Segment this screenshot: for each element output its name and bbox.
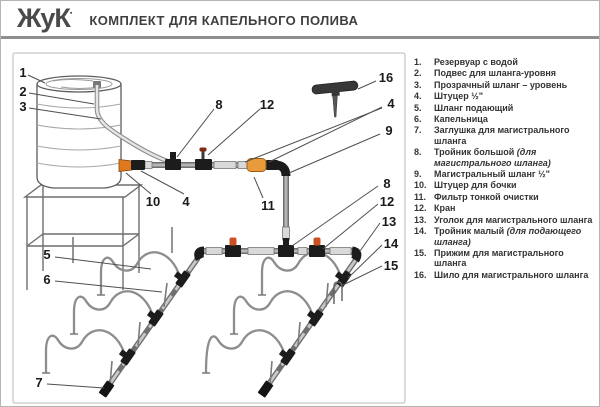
- dripper-stakes: [42, 227, 329, 386]
- level-hose: [94, 85, 171, 165]
- legend-item: 16. Шило для магистрального шланга: [414, 270, 598, 280]
- awl-tool: [311, 80, 359, 118]
- legend-item: 2. Подвес для шланга-уровня: [414, 68, 598, 78]
- part-label: 1: [19, 65, 26, 80]
- legend-item-number: 8.: [414, 147, 422, 158]
- legend-item-number: 9.: [414, 169, 422, 180]
- barrel-outlet-fitting: [118, 159, 133, 172]
- legend-item-text: Капельница: [434, 114, 488, 125]
- page-title: КОМПЛЕКТ ДЛЯ КАПЕЛЬНОГО ПОЛИВА: [89, 12, 359, 28]
- part-label: 8: [215, 97, 222, 112]
- legend-item: 3. Прозрачный шланг – уровень: [414, 80, 598, 90]
- legend-item: 8. Тройник большой (для магистрального шл…: [414, 147, 598, 168]
- legend-item-number: 2.: [414, 68, 422, 79]
- legend-item-text: Прижим для магистрального шланга: [434, 247, 564, 269]
- legend-item: 4. Штуцер ½": [414, 91, 598, 101]
- legend-item: 11. Фильтр тонкой очистки: [414, 192, 598, 202]
- part-label: 12: [260, 97, 274, 112]
- part-label: 16: [379, 70, 393, 85]
- part-label: 2: [19, 84, 26, 99]
- part-label: 5: [43, 247, 50, 262]
- part-label: 13: [382, 214, 396, 229]
- part-label: 10: [146, 194, 160, 209]
- legend-item: 9. Магистральный шланг ½": [414, 169, 598, 179]
- part-label: 9: [385, 123, 392, 138]
- part-label: 14: [384, 236, 399, 251]
- legend-item-number: 4.: [414, 91, 422, 102]
- legend-item-number: 13.: [414, 214, 427, 225]
- legend-item-text: Штуцер ½": [434, 91, 483, 102]
- legend-item-number: 14.: [414, 226, 427, 237]
- legend-item-number: 12.: [414, 203, 427, 214]
- parts-legend: 1. Резервуар с водой 2. Подвес для шланга-…: [414, 57, 598, 281]
- legend-item-text: Уголок для магистрального шланга: [434, 214, 593, 225]
- legend-item: 10. Штуцер для бочки: [414, 180, 598, 190]
- part-label: 8: [383, 176, 390, 191]
- legend-item-number: 3.: [414, 79, 422, 90]
- drip-hoses: [44, 251, 343, 374]
- part-labels: 1 2 3 8 12 16 4 9 10 4 11 8 12 13 14 15 …: [19, 65, 399, 390]
- legend-item: 5. Шланг подающий: [414, 103, 598, 113]
- legend-item-text: Резервуар с водой: [434, 57, 518, 67]
- top-pipe-fittings: [131, 147, 291, 177]
- manifold-kran-knob: [313, 237, 321, 246]
- legend-item-number: 11.: [414, 191, 427, 202]
- legend-item-number: 10.: [414, 180, 427, 191]
- legend-item: 6. Капельница: [414, 114, 598, 124]
- legend-item-text: Кран: [434, 203, 456, 214]
- legend-item-text: Шланг подающий: [434, 102, 514, 113]
- part-label: 15: [384, 258, 398, 273]
- legend-item: 1. Резервуар с водой: [414, 57, 598, 67]
- legend-item-number: 5.: [414, 102, 422, 113]
- legend-item-number: 7.: [414, 125, 422, 136]
- fine-filter: [246, 158, 267, 172]
- legend-item-text: Тройник большой (для магистрального шлан…: [434, 147, 551, 168]
- legend-item: 13. Уголок для магистрального шланга: [414, 215, 598, 225]
- legend-item-text: Штуцер для бочки: [434, 180, 517, 191]
- part-label: 6: [43, 272, 50, 287]
- part-label: 3: [19, 99, 26, 114]
- legend-item: 15. Прижим для магистрального шланга: [414, 248, 598, 269]
- part-label: 7: [35, 375, 42, 390]
- header: ЖуК▪ КОМПЛЕКТ ДЛЯ КАПЕЛЬНОГО ПОЛИВА: [1, 1, 599, 39]
- legend-item-text: Заглушка для магистрального шланга: [434, 125, 570, 146]
- end-plugs: [98, 380, 274, 398]
- manifold-kran-knob: [229, 237, 237, 246]
- part-label: 4: [182, 194, 190, 209]
- legend-item-number: 6.: [414, 114, 422, 125]
- hose-clamp: [333, 281, 343, 304]
- legend-item: 12. Кран: [414, 203, 598, 213]
- leader-lines: [27, 74, 383, 389]
- legend-item-text: Прозрачный шланг – уровень: [434, 79, 568, 90]
- legend-item: 14. Тройник малый (для подающего шланга): [414, 226, 598, 247]
- pipe-couplings: [144, 161, 352, 255]
- part-label: 12: [380, 194, 394, 209]
- part-label: 4: [387, 96, 395, 111]
- legend-item-number: 16.: [414, 269, 427, 280]
- water-tank: [36, 75, 122, 189]
- legend-item-text: Подвес для шланга-уровня: [434, 68, 557, 79]
- manifold-fittings: [194, 238, 362, 263]
- legend-item-text: Фильтр тонкой очистки: [434, 191, 539, 202]
- brand-logo: ЖуК▪: [17, 3, 73, 33]
- legend-item-text: Магистральный шланг ½": [434, 169, 550, 180]
- legend-item-number: 15.: [414, 247, 427, 258]
- legend-item: 7. Заглушка для магистрального шланга: [414, 125, 598, 146]
- part-label: 11: [261, 198, 275, 213]
- legend-item-text: Шило для магистрального шланга: [434, 269, 589, 280]
- legend-item-number: 1.: [414, 57, 422, 67]
- legend-item-text: Тройник малый (для подающего шланга): [434, 226, 582, 247]
